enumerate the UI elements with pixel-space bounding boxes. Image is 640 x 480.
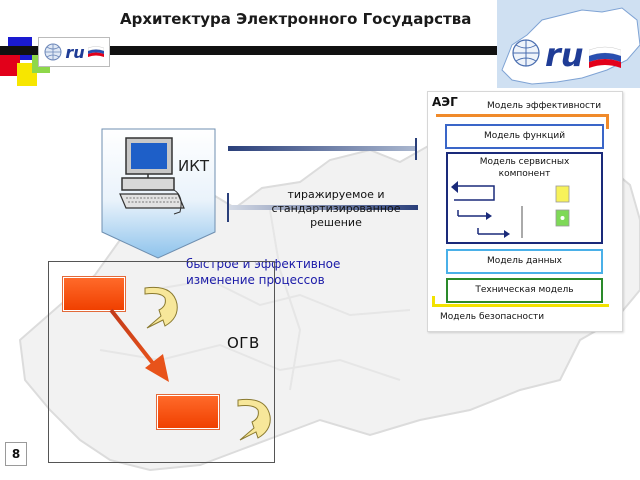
flag-icon	[589, 46, 621, 68]
service-model-box: Модель сервисных компонент	[446, 152, 603, 244]
service-components-diagram	[451, 181, 570, 238]
page-title: Архитектура Электронного Государства	[120, 10, 472, 28]
service-model-label-1: Модель сервисных	[479, 157, 570, 167]
efficiency-model-label: Модель эффективности	[487, 101, 602, 111]
replicable-line-2: стандартизированное	[271, 202, 401, 215]
data-model-box: Модель данных	[446, 249, 603, 274]
ikt-label: ИКТ	[178, 157, 210, 175]
replicable-solution-text: тиражируемое и стандартизированное решен…	[256, 188, 416, 230]
ogv-label: ОГВ	[227, 334, 260, 352]
logo-large: ru	[497, 0, 640, 88]
globe-icon	[512, 39, 540, 67]
efficiency-bar	[436, 114, 609, 117]
page-number: 8	[5, 442, 27, 466]
function-model-label: Модель функций	[483, 131, 566, 141]
arrow-to-aeg	[228, 138, 417, 160]
arrow-to-ikt	[227, 193, 418, 222]
security-bar-start	[432, 296, 435, 306]
diagonal-arrow	[109, 308, 169, 382]
header-divider	[0, 46, 640, 55]
replicable-line-1: тиражируемое и	[287, 188, 385, 201]
process-line-1: быстрое и эффективное	[186, 257, 341, 271]
curved-arrow-icon	[237, 398, 271, 441]
security-model-label: Модель безопасности	[440, 312, 545, 322]
replicable-line-3: решение	[310, 216, 362, 229]
ogv-block-2	[157, 395, 219, 429]
ogv-box	[48, 261, 275, 463]
computer-icon	[119, 137, 185, 215]
logo-small-text: ru	[65, 42, 85, 62]
process-change-text: быстрое и эффективное изменение процессо…	[186, 256, 340, 288]
data-model-label: Модель данных	[487, 256, 562, 266]
service-model-label-2: компонент	[498, 169, 551, 179]
aeg-title: АЭГ	[432, 95, 458, 109]
globe-icon	[44, 43, 62, 61]
process-line-2: изменение процессов	[186, 273, 325, 287]
technical-model-label: Техническая модель	[475, 285, 574, 295]
ogv-block-1	[63, 277, 125, 311]
technical-model-box: Техническая модель	[446, 278, 603, 303]
security-bar	[432, 304, 609, 307]
efficiency-bar-end	[606, 114, 609, 129]
function-model-box: Модель функций	[445, 124, 604, 149]
curved-arrow-icon	[144, 286, 178, 329]
header-square-red	[0, 52, 20, 76]
flag-icon	[87, 46, 104, 57]
logo-large-text: ru	[545, 36, 584, 74]
logo-small: ru	[38, 37, 110, 67]
